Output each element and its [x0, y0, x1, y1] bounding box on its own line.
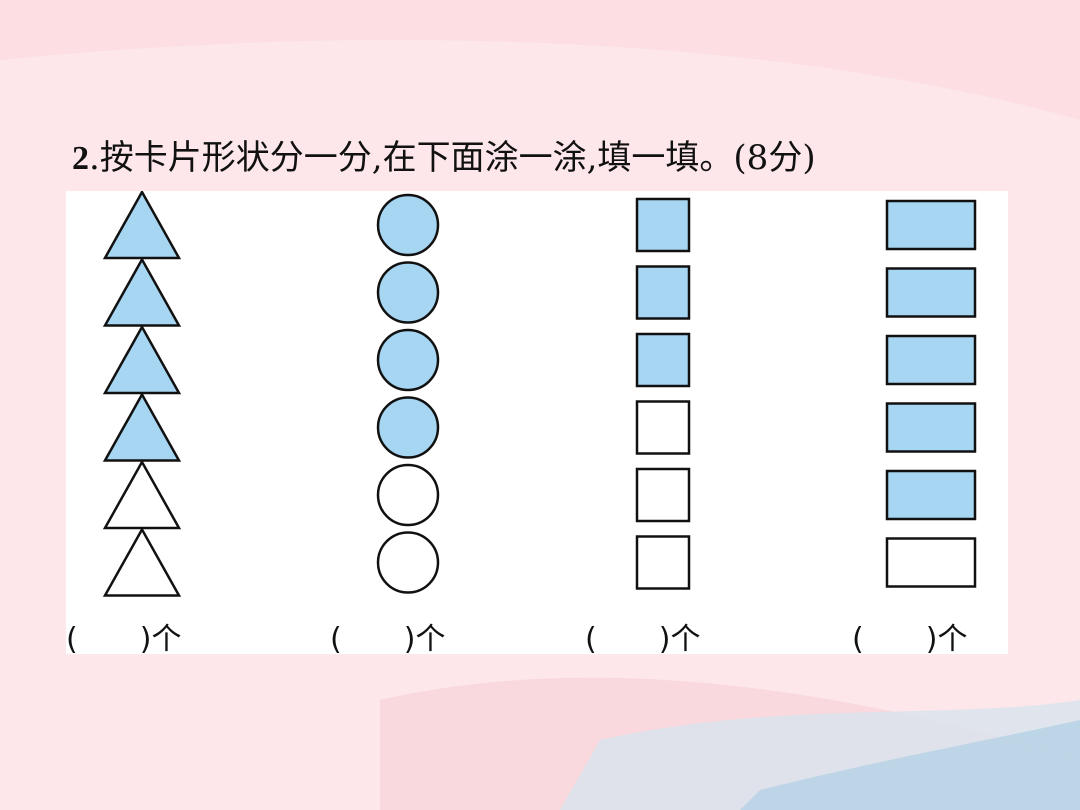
circle-icon — [376, 396, 440, 459]
answer-open-paren: ( — [585, 622, 597, 657]
question-text: .按卡片形状分一分,在下面涂一涂,填一填。(8分) — [89, 138, 816, 178]
answer-open-paren: ( — [66, 622, 78, 657]
question-title: 2.按卡片形状分一分,在下面涂一涂,填一填。(8分) — [72, 130, 816, 179]
rectangle-icon — [885, 199, 977, 251]
square-icon — [635, 265, 691, 320]
answer-close-paren: ) — [658, 622, 671, 657]
triangle-icon — [102, 459, 182, 530]
triangle-icon — [102, 191, 182, 260]
shape-columns — [102, 191, 977, 597]
circle-icon — [376, 261, 440, 324]
square-icon — [635, 197, 691, 253]
triangle-icon — [102, 324, 182, 395]
answer-unit: 个 — [937, 622, 968, 657]
triangle-icon — [102, 256, 182, 327]
circle-icon — [376, 328, 440, 392]
answer-rectangles: ()个 — [852, 614, 968, 657]
rectangle-icon — [885, 469, 977, 521]
answer-unit: 个 — [151, 622, 182, 657]
answer-close-paren: ) — [139, 622, 152, 657]
shape-panel — [66, 191, 1008, 654]
rectangle-icon — [885, 267, 977, 318]
triangle-icon — [102, 391, 182, 462]
circle-icon — [376, 463, 440, 527]
rectangle-icon — [885, 402, 977, 453]
triangle-icon — [102, 526, 182, 597]
answer-unit: 个 — [415, 622, 446, 657]
answer-unit: 个 — [670, 622, 701, 657]
rectangle-icon — [885, 334, 977, 386]
answer-close-paren: ) — [403, 622, 416, 657]
square-icon — [635, 332, 691, 388]
answer-open-paren: ( — [852, 622, 864, 657]
square-icon — [635, 467, 691, 523]
answer-triangles: ()个 — [66, 614, 182, 657]
rectangle-icon — [885, 537, 977, 588]
square-icon — [635, 400, 691, 455]
circle-icon — [376, 531, 440, 594]
answer-squares: ()个 — [585, 614, 701, 657]
answer-open-paren: ( — [330, 622, 342, 657]
circle-icon — [376, 193, 440, 257]
answer-close-paren: ) — [925, 622, 938, 657]
answer-circles: ()个 — [330, 614, 446, 657]
question-number: 2 — [72, 140, 89, 177]
square-icon — [635, 535, 691, 590]
